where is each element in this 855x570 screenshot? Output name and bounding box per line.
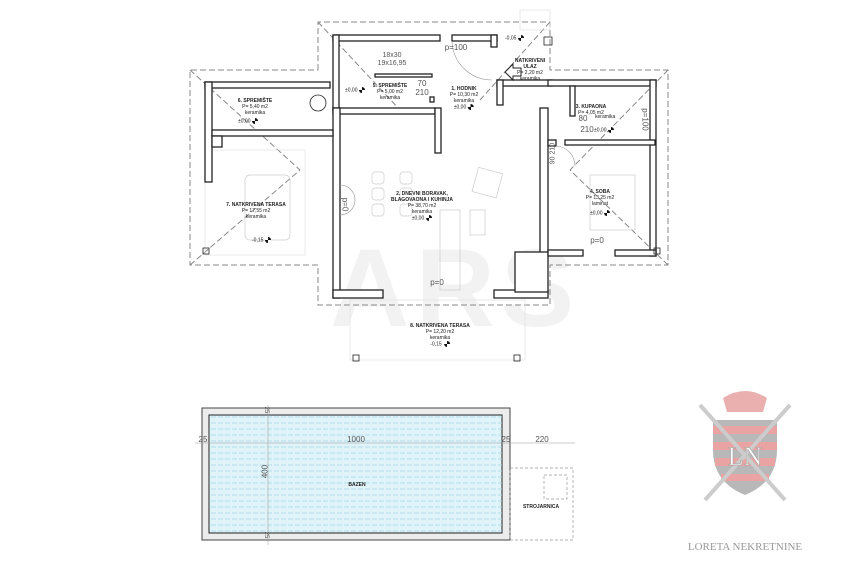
door-width-spremiste: 70 <box>417 79 427 88</box>
pool-label: BAZEN <box>348 482 366 488</box>
entry-arrow-icon <box>504 62 522 82</box>
level-marker-icon <box>443 341 450 347</box>
roof-outline <box>189 21 669 306</box>
level-kupaona: ±0,00 <box>594 127 615 133</box>
pool-edge-left: 25 <box>198 435 208 444</box>
door-label-soba: p=0 <box>590 236 604 245</box>
logo-text: LORETA NEKRETNINE <box>687 541 803 553</box>
walls <box>204 34 657 299</box>
level-spremiste-5: ±0,00 <box>345 87 366 93</box>
svg-text:LN: LN <box>728 442 763 471</box>
logo-crest: LN <box>698 391 792 502</box>
level-marker-icon <box>604 210 611 216</box>
level-ulaz: -0,05 <box>505 35 525 41</box>
kupaona-floor: keramika <box>595 114 616 120</box>
pool-width: 400 <box>260 464 270 479</box>
level-marker-icon <box>265 237 272 243</box>
pool-length: 1000 <box>347 435 365 444</box>
door-label-top: p=100 <box>444 43 468 52</box>
level-spremiste-6: ±0,00 <box>238 118 259 124</box>
door-label-living: p=0 <box>430 278 444 287</box>
door-height-kupaona: 210 <box>580 125 594 134</box>
door-label-left: p=0 <box>340 197 350 212</box>
level-marker-icon <box>518 35 525 41</box>
door-label-soba-vert: 90 210 <box>549 142 557 165</box>
pool-edge-bottom: 25 <box>263 531 269 539</box>
door-label-kupaona-vert: p=100 <box>640 108 650 131</box>
pool-edge-top: 25 <box>263 406 269 414</box>
level-marker-icon <box>468 104 475 110</box>
pool <box>195 405 575 545</box>
door-height-spremiste: 210 <box>415 88 429 97</box>
pool-edge-right: 25 <box>501 435 511 444</box>
machine-room-gap: 220 <box>535 435 549 444</box>
level-terasa-7: -0,15 <box>252 237 272 243</box>
level-marker-icon <box>252 118 259 124</box>
door-width-kupaona: 80 <box>578 114 588 123</box>
machine-room-label: STROJARNICA <box>522 504 560 510</box>
level-marker-icon <box>359 87 366 93</box>
level-marker-icon <box>608 127 615 133</box>
level-marker-icon <box>426 215 433 221</box>
level-soba: ±0,00 <box>590 210 611 216</box>
